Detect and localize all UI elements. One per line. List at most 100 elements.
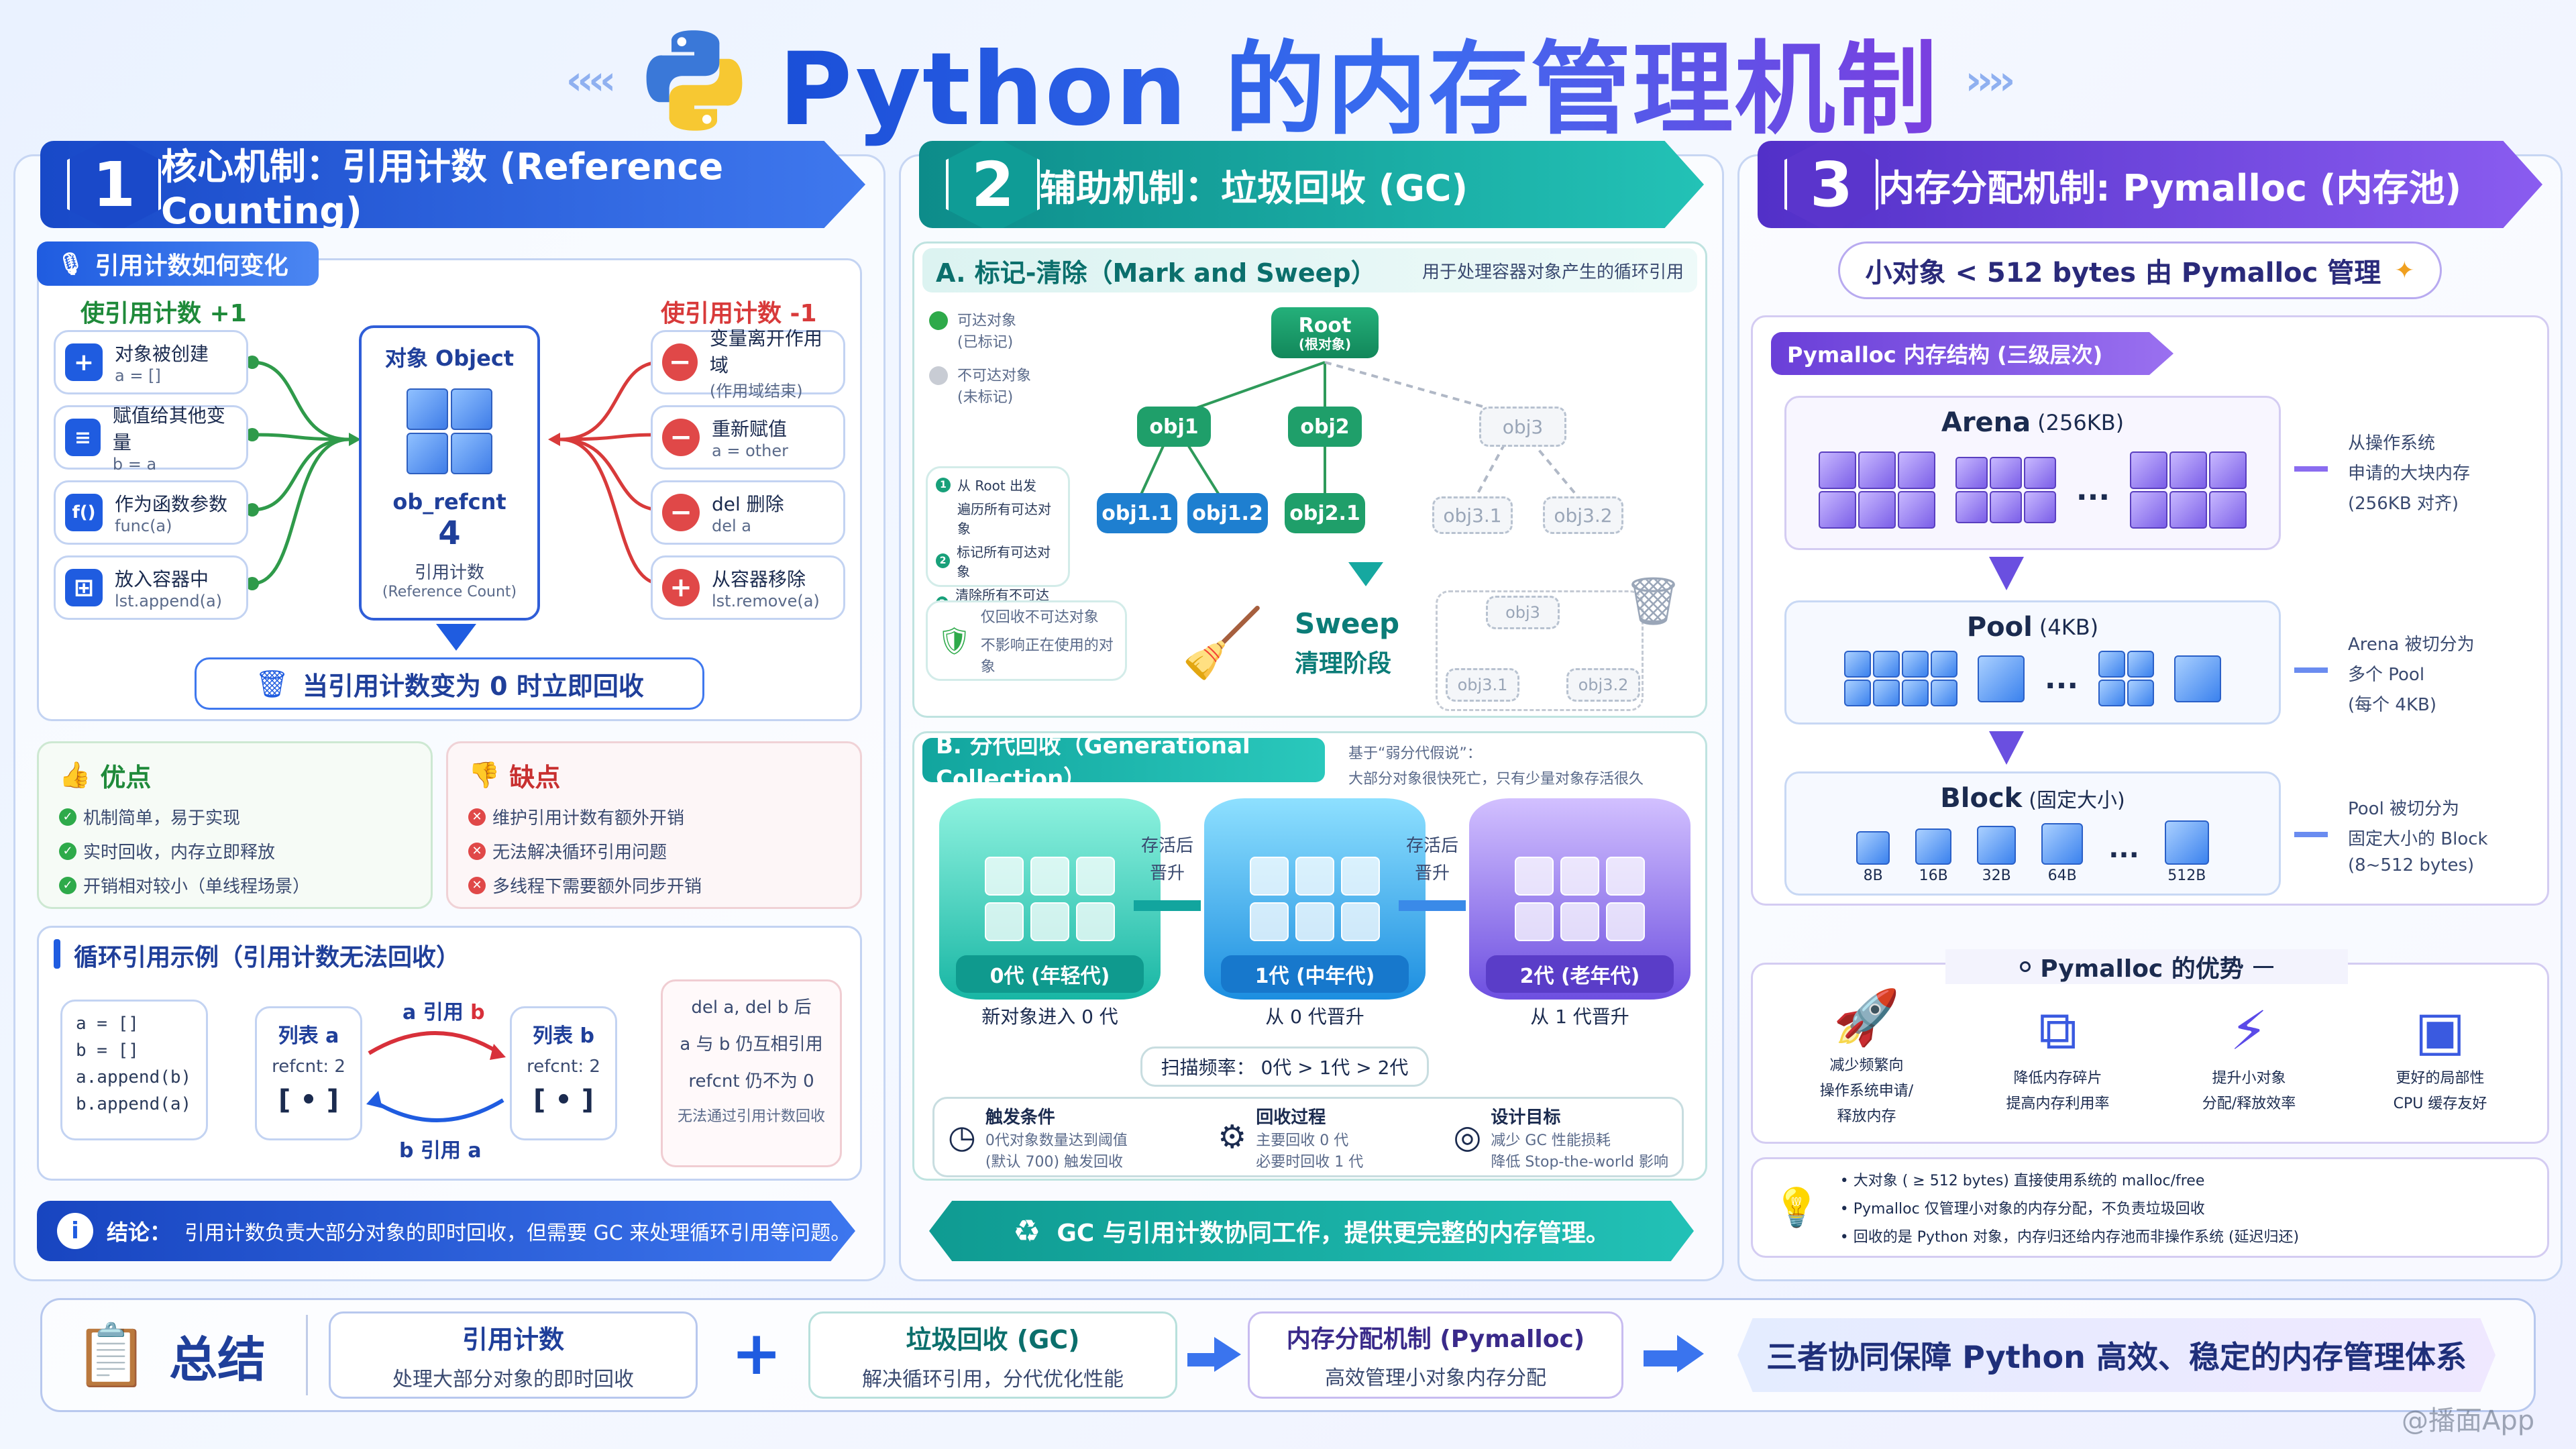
document-icon: ≡ <box>65 419 101 456</box>
block-size: (固定大小) <box>2029 789 2125 812</box>
sweep-note-box: 🛡 仅回收不可达对象不影响正在使用的对象 <box>926 600 1127 681</box>
section-2-title: 辅助机制：垃圾回收 (GC) <box>1040 166 1468 209</box>
pool-name: Pool <box>1966 612 2033 643</box>
gen0: 0代 (年轻代) 新对象进入 0 代 <box>939 798 1161 1029</box>
block-note-3: (8~512 bytes) <box>2348 855 2475 875</box>
summary-result-banner: 三者协同保障 Python 高效、稳定的内存管理体系 <box>1737 1318 2496 1392</box>
rocket-icon: 🚀 <box>1833 986 1900 1049</box>
block-size-label: 32B <box>1982 867 2011 884</box>
dot-icon <box>2020 961 2031 972</box>
note-line: • 回收的是 Python 对象，内存归还给内存池而非操作系统 (延迟归还) <box>1839 1229 2300 1246</box>
obj1-1-node: obj1.1 <box>1097 493 1177 533</box>
block-size-label: 512B <box>2167 867 2206 884</box>
dec-item-title: 变量离开作用域 <box>709 327 822 376</box>
shield-icon: 🛡 <box>937 625 971 657</box>
list-b-name: 列表 b <box>533 1024 594 1048</box>
pool-note-2: 多个 Pool <box>2348 665 2425 685</box>
advantage-item: ▣ 更好的局部性 CPU 缓存友好 <box>2353 1000 2528 1113</box>
mark-sweep-note: 用于处理容器对象产生的循环引用 <box>1421 262 1684 282</box>
generational-note-2: 大部分对象很快死亡，只有少量对象存活很久 <box>1348 771 1644 788</box>
arena-note-1: 从操作系统 <box>2348 433 2436 453</box>
clock-icon: ◷ <box>948 1118 976 1156</box>
pool-box: Pool(4KB) ... <box>1784 600 2281 724</box>
gear-icon: ⚙ <box>1218 1118 1247 1156</box>
info-title: 设计目标 <box>1491 1107 1561 1128</box>
function-icon: f() <box>65 494 103 531</box>
sweep-dashed-group <box>1436 590 1644 711</box>
summary-label: 总结 <box>169 1331 266 1388</box>
pool-size: (4KB) <box>2039 614 2099 640</box>
object-cube-icon <box>407 388 492 474</box>
mark-sweep-header: A. 标记-清除（Mark and Sweep） 用于处理容器对象产生的循环引用 <box>922 248 1697 292</box>
title-bar: ‹‹‹‹ Python 的内存管理机制 ›››› <box>0 13 2576 148</box>
cons-item: 无法解决循环引用问题 <box>492 843 667 863</box>
inc-item-code: a = [] <box>115 366 161 385</box>
minus-icon: − <box>662 343 698 381</box>
minus-icon: − <box>662 494 700 531</box>
object-box: 对象 Object ob_refcnt 4 引用计数 (Reference Co… <box>359 325 540 621</box>
code-line: b = [] <box>76 1040 139 1061</box>
dec-item-title: 重新赋值 <box>712 418 788 440</box>
cycle-code-box: a = [] b = [] a.append(b) b.append(a) <box>60 1000 208 1140</box>
promote-label: 存活后 <box>1140 836 1193 856</box>
x-icon: ✕ <box>468 876 486 894</box>
after-line: 无法通过引用计数回收 <box>677 1108 825 1125</box>
advantage-line: 操作系统申请/ <box>1819 1083 1914 1099</box>
inc-item-title: 对象被创建 <box>115 343 209 365</box>
info-line: 主要回收 0 代 <box>1256 1132 1349 1149</box>
advantage-item: ⧉ 降低内存碎片 提高内存利用率 <box>1971 999 2145 1113</box>
list-b-box: 列表 b refcnt: 2 [ • ] <box>510 1006 617 1140</box>
sweep-obj3-1: obj3.1 <box>1446 668 1519 702</box>
after-line: refcnt 仍不为 0 <box>688 1071 814 1091</box>
arena-note-2: 申请的大块内存 <box>2348 464 2471 484</box>
cycle-title: 循环引用示例（引用计数无法回收） <box>74 944 461 971</box>
cons-item: 多线程下需要额外同步开销 <box>492 877 702 897</box>
dec-item-title: del 删除 <box>712 493 784 515</box>
down-arrow-icon <box>436 624 476 651</box>
obj3-1-node: obj3.1 <box>1432 496 1513 534</box>
conclusion-label: 结论： <box>107 1220 172 1245</box>
inc-title: 使引用计数 +1 <box>80 300 247 327</box>
clipboard-icon: 📋 <box>74 1320 150 1391</box>
root-label: Root <box>1298 313 1352 337</box>
code-line: a = [] <box>76 1014 139 1034</box>
refcount-connectors <box>248 356 667 590</box>
check-icon: ✓ <box>59 876 76 894</box>
sparkle-icon: ✦ <box>2394 256 2415 284</box>
generational-note-1: 基于“弱分代假说”： <box>1348 745 1482 762</box>
arena-ellipsis: ... <box>2076 473 2110 507</box>
pool-down-arrow-icon <box>1989 731 2024 765</box>
b-ref-a-label: b 引用 a <box>399 1139 482 1163</box>
summary-item-desc: 处理大部分对象的即时回收 <box>392 1367 634 1391</box>
advantages-title: Pymalloc 的优势 <box>2040 955 2244 983</box>
advantages-list: 🚀 减少频繁向 操作系统申请/ 释放内存 ⧉ 降低内存碎片 提高内存利用率 ⚡ … <box>1771 986 2536 1126</box>
structure-title: Pymalloc 内存结构 (三级层次) <box>1787 342 2103 368</box>
object-caption-en: (Reference Count) <box>382 584 517 600</box>
advantage-line: 降低内存碎片 <box>2013 1070 2102 1087</box>
gc-footer-text: GC 与引用计数协同工作，提供更完整的内存管理。 <box>1057 1220 1610 1247</box>
sweep-label: Sweep 清理阶段 <box>1295 607 1399 679</box>
right-chevrons: ›››› <box>1965 57 2016 104</box>
generational-header: B. 分代回收（Generational Collection） <box>922 733 1325 792</box>
promote-arrow-icon <box>1399 900 1466 911</box>
obj3-node: obj3 <box>1479 407 1566 447</box>
note-line: • 大对象 ( ≥ 512 bytes) 直接使用系统的 malloc/free <box>1839 1173 2205 1189</box>
list-a-name: 列表 a <box>278 1024 339 1048</box>
section-2-header: 2 辅助机制：垃圾回收 (GC) <box>919 141 1704 228</box>
block-size-label: 16B <box>1919 867 1948 884</box>
section-3-title: 内存分配机制: Pymalloc (内存池) <box>1878 166 2462 209</box>
cons-title: 缺点 <box>509 763 561 792</box>
thumbs-up-icon: 👍 <box>59 760 91 790</box>
pool-note-3: (每个 4KB) <box>2348 695 2436 715</box>
after-line: a 与 b 仍互相引用 <box>680 1034 823 1055</box>
page-title: Python 的内存管理机制 <box>778 8 1938 154</box>
advantage-line: 释放内存 <box>1837 1108 1896 1125</box>
promote-label: 存活后 <box>1405 836 1458 856</box>
block-name: Block <box>1940 783 2023 814</box>
block-ellipsis: ... <box>2108 833 2139 864</box>
summary-item-gc: 垃圾回收 (GC) 解决循环引用，分代优化性能 <box>808 1311 1177 1399</box>
info-line: 减少 GC 性能损耗 <box>1491 1132 1611 1149</box>
inc-item-code: func(a) <box>115 517 172 535</box>
section-3-number: 3 <box>1784 141 1878 228</box>
